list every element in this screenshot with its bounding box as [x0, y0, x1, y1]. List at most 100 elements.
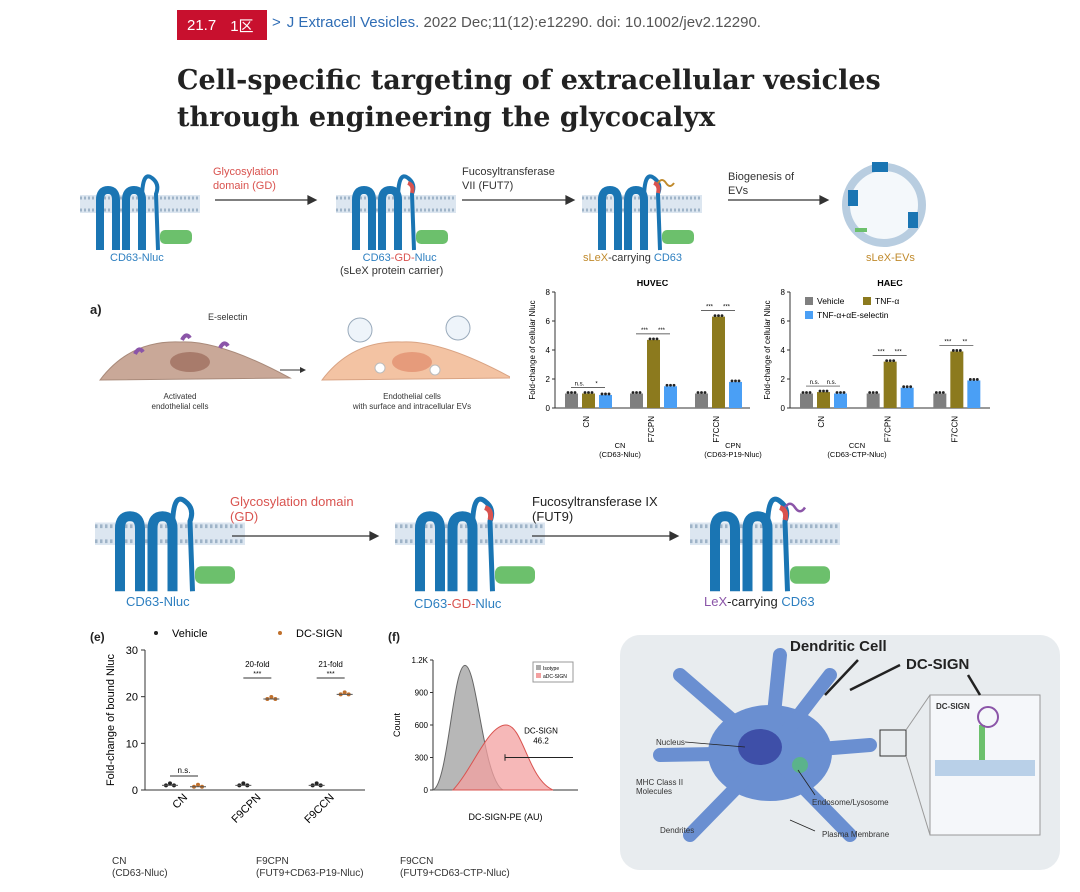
impact-factor: 21.7 — [187, 16, 217, 34]
lex-cd63-construct — [688, 499, 842, 591]
bar-dot — [905, 385, 909, 389]
legend-swatch-0 — [805, 297, 813, 305]
legend-isotype-label: Isotype — [543, 666, 559, 672]
bar-dot — [909, 385, 913, 389]
citation: >J Extracell Vesicles. 2022 Dec;11(12):e… — [272, 14, 761, 31]
bar-dot — [875, 391, 879, 394]
y-tick-label-e: 30 — [126, 645, 138, 657]
chart-title-1: HAEC — [877, 280, 903, 288]
bar-dot — [818, 389, 822, 393]
y-tick-label-0: 6 — [546, 317, 551, 326]
nucleus-label: Nucleus — [656, 738, 685, 747]
journal-badge: 21.7 1区 — [177, 10, 267, 40]
y-tick-label-0: 4 — [546, 346, 551, 355]
journal-link[interactable]: J Extracell Vesicles. — [286, 14, 420, 31]
panel-a-letter: a) — [90, 302, 102, 317]
bar-dot — [669, 383, 672, 387]
bar-1-0-0 — [800, 393, 813, 408]
chart-title-0: HUVEC — [637, 280, 669, 288]
y-tick-label-f: 300 — [415, 754, 429, 763]
bar-1-1-2 — [900, 387, 914, 408]
middle-c2-label: CD63-GD-Nluc — [414, 596, 502, 611]
bar-dot — [652, 337, 655, 341]
legend-box-f — [532, 661, 574, 683]
bar-dot — [631, 391, 635, 394]
scatter-point-2-1 — [342, 690, 347, 695]
bar-dot — [600, 392, 604, 396]
category-label-e-0: CN — [170, 792, 190, 812]
scatter-point-0-1 — [196, 782, 200, 787]
bar-dot — [808, 391, 812, 394]
legend-label-0: Vehicle — [817, 296, 845, 306]
y-tick-label-1: 0 — [781, 404, 786, 413]
bar-dot — [635, 391, 638, 394]
scatter-point-0-0 — [168, 781, 172, 786]
cd63-gd-nluc-construct-2 — [393, 499, 547, 591]
sig-label-0-3: *** — [658, 328, 666, 334]
legend-vehicle-label: Vehicle — [172, 628, 207, 640]
bar-dot — [958, 349, 962, 352]
legend-isotype-swatch — [536, 665, 541, 670]
bar-note-b-2: (CD63-CTP-Nluc) — [827, 450, 887, 459]
bar-dot — [805, 391, 808, 394]
y-axis-label-e: Fold-change of bound Nluc — [105, 653, 117, 786]
histogram-adcsign — [451, 724, 554, 791]
scatter-point-1-0 — [241, 781, 246, 786]
sig-label-1-1: n.s. — [827, 380, 837, 386]
bar-dot — [665, 383, 669, 387]
bar-dot — [713, 314, 717, 318]
inset-label: DC-SIGN — [936, 702, 970, 711]
footnote-3: F9CCN(FUT9+CD63-CTP-Nluc) — [400, 856, 510, 879]
footnote-1: CN(CD63-Nluc) — [112, 856, 168, 879]
bar-0-1-1 — [647, 339, 660, 408]
bar-dot — [703, 391, 707, 394]
panel-f-letter: (f) — [388, 630, 400, 644]
bar-dot — [566, 391, 570, 394]
bar-dot — [801, 391, 805, 394]
bar-dot — [941, 391, 945, 394]
bar-dot — [868, 391, 872, 394]
cd63-gd-nluc-construct — [334, 176, 458, 250]
bar-1-1-1 — [883, 361, 897, 408]
y-tick-label-1: 8 — [781, 288, 786, 297]
bar-dot — [871, 391, 875, 394]
dc-sign-title: DC-SIGN — [906, 656, 970, 673]
middle-step1-label: Glycosylation domain(GD) — [230, 494, 354, 524]
title-line-1: Cell-specific targeting of extracellular… — [177, 65, 881, 96]
middle-step2-label: Fucosyltransferase IX(FUT9) — [532, 494, 658, 524]
bar-dot — [655, 337, 659, 341]
category-label-0-1: F7CPN — [647, 416, 656, 442]
construct3-label: sLeX-carrying CD63 — [583, 252, 683, 264]
bar-1-0-1 — [817, 392, 830, 408]
y-tick-label-0: 2 — [546, 375, 551, 384]
gate-name: DC-SIGN — [524, 727, 558, 736]
bar-dot — [885, 359, 889, 362]
bar-dot — [700, 391, 703, 394]
scatter-point-1-1 — [269, 695, 274, 699]
y-tick-label-1: 2 — [781, 375, 786, 384]
bar-dot — [607, 392, 611, 396]
chevron-right-icon: > — [272, 14, 281, 31]
bar-note-a-1: CPN — [725, 441, 741, 450]
category-label-e-2: F9CCN — [302, 792, 336, 826]
bar-dot — [938, 391, 942, 394]
bar-0-0-0 — [565, 393, 578, 408]
top-scheme-graphic — [78, 162, 926, 290]
bar-0-1-0 — [630, 393, 643, 408]
y-tick-label-f: 1.2K — [412, 656, 429, 665]
sig-label-0-4: *** — [706, 305, 714, 311]
sig-label-e-4: *** — [327, 671, 335, 678]
category-label-0-2: F7CCN — [712, 416, 721, 443]
bar-0-0-1 — [582, 393, 595, 408]
middle-scheme-graphic — [93, 470, 842, 610]
bar-0-2-1 — [712, 316, 725, 408]
bar-1-2-0 — [933, 393, 947, 408]
category-label-1-1: F7CPN — [884, 416, 893, 442]
bar-dot — [892, 359, 896, 362]
y-axis-label-1: Fold-change of cellular Nluc — [763, 300, 772, 399]
bar-dot — [717, 314, 720, 318]
